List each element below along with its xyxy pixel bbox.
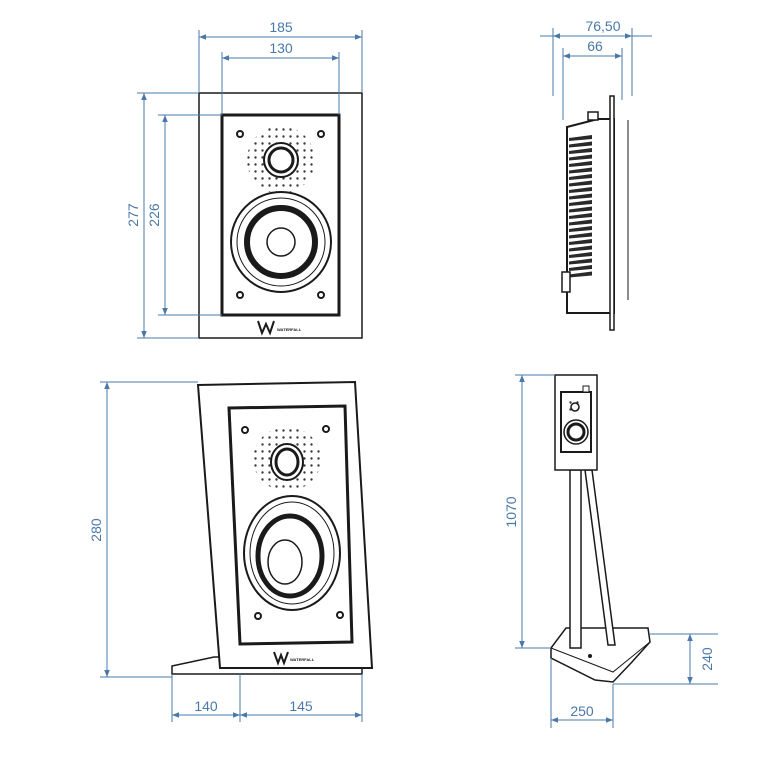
dim-side-depth-inner: 66: [587, 38, 603, 54]
screw: [236, 130, 244, 138]
side-fin: [569, 141, 592, 148]
dim-stand-base-width: 250: [570, 703, 594, 719]
stand-pole: [569, 469, 582, 649]
dim-perspective-base-front: 145: [289, 698, 313, 714]
brand-logo: WATERFALL: [257, 320, 302, 336]
side-fin: [569, 200, 592, 206]
side-fin: [569, 213, 592, 219]
side-fin: [569, 154, 592, 161]
side-fins: [569, 135, 592, 278]
side-fin: [569, 232, 592, 239]
side-fin: [569, 271, 592, 278]
svg-text:WATERFALL: WATERFALL: [277, 327, 302, 332]
dim-front-height-inner: 226: [146, 203, 162, 227]
side-fin: [569, 219, 592, 226]
front-view: WATERFALL 185 130 277 226: [125, 19, 363, 339]
tweeter: [267, 146, 295, 174]
dim-front-width-inner: 130: [269, 40, 293, 56]
dim-stand-base-height: 240: [699, 647, 715, 671]
dim-perspective-height: 280: [88, 518, 104, 542]
side-fin: [569, 239, 592, 245]
side-fin: [569, 148, 592, 154]
side-fin: [569, 180, 592, 187]
stand-view: 1070 240 250: [503, 374, 718, 728]
stand-strut: [584, 469, 616, 646]
dim-side-depth-outer: 76,50: [585, 18, 620, 34]
side-fin: [569, 167, 592, 174]
side-fin: [569, 187, 592, 193]
screw: [336, 611, 344, 619]
perspective-tweeter: [274, 447, 300, 477]
screw: [317, 130, 325, 138]
dim-front-width-outer: 185: [269, 19, 293, 35]
dim-front-height-outer: 277: [125, 203, 141, 227]
dim-perspective-base-back: 140: [194, 698, 218, 714]
screw: [241, 426, 249, 434]
side-fin: [569, 258, 592, 265]
screw: [317, 291, 325, 299]
perspective-brand-logo: WATERFALL: [273, 651, 315, 666]
svg-text:WATERFALL: WATERFALL: [290, 657, 315, 662]
side-fin: [569, 252, 592, 258]
dim-stand-height: 1070: [503, 496, 519, 527]
perspective-view: WATERFALL 280 140 145: [88, 380, 374, 722]
side-flange: [609, 95, 615, 331]
side-fin: [569, 265, 592, 271]
screw: [236, 291, 244, 299]
screw: [322, 425, 330, 433]
screw: [254, 612, 262, 620]
side-fin: [569, 245, 592, 252]
side-fin: [569, 226, 592, 232]
side-fin: [569, 135, 592, 141]
side-fin: [569, 161, 592, 167]
stand-base: [550, 627, 651, 683]
side-fin: [569, 206, 592, 213]
side-fin: [569, 174, 592, 180]
side-view: 76,50 66: [540, 18, 652, 331]
side-fin: [569, 193, 592, 200]
